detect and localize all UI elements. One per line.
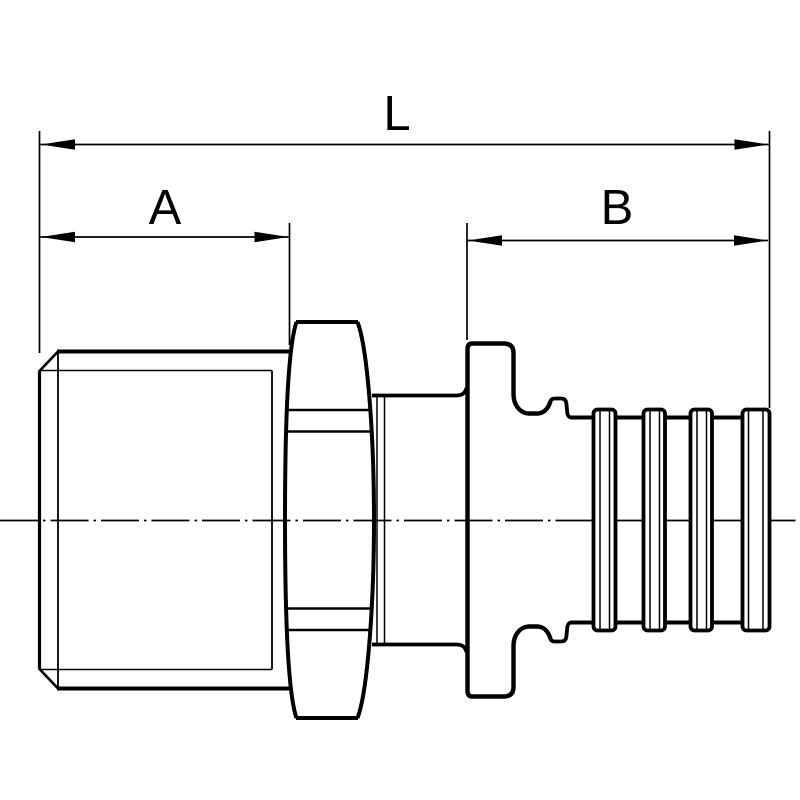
arrowhead-A-left <box>41 231 75 243</box>
dimension-label-L: L <box>383 87 410 141</box>
collar-top-edge <box>372 387 469 398</box>
ring-bump-top <box>548 396 572 420</box>
arrowhead-L-right <box>734 139 769 150</box>
flange-outline <box>465 341 553 699</box>
flange-section <box>465 341 553 699</box>
dimension-label-A: A <box>149 181 182 235</box>
barb-rib-2 <box>641 407 667 633</box>
collar-bottom-edge <box>372 642 469 653</box>
ring-bump <box>548 396 572 644</box>
barb-section <box>570 407 772 633</box>
hex-right-corner-arc <box>355 321 376 719</box>
hex-left-corner-arc <box>283 321 299 719</box>
dimension-label-B: B <box>601 181 634 235</box>
arrowhead-A-right <box>254 231 289 243</box>
fitting-body <box>37 320 772 720</box>
barb-rib-3 <box>688 407 714 633</box>
thread-chamfer-edges <box>38 350 59 690</box>
thread-section <box>37 349 289 691</box>
ring-bump-bottom <box>548 620 572 644</box>
hex-face-lines <box>287 408 372 632</box>
barb-rib-1 <box>591 407 618 633</box>
dimension-layer: L A B <box>38 87 771 408</box>
arrowhead-B-right <box>734 235 768 246</box>
hex-top-bottom-edges <box>296 320 358 720</box>
thread-root-lines <box>40 369 272 671</box>
arrowhead-B-left <box>468 235 502 246</box>
barb-rib-4-end-ring <box>740 407 772 633</box>
barb-rib-fillet-lines <box>599 411 764 629</box>
arrowhead-L-left <box>41 139 75 150</box>
collar-fillet-lines <box>376 396 386 644</box>
thread-crest-lines <box>57 349 289 691</box>
hex-section <box>283 320 376 720</box>
